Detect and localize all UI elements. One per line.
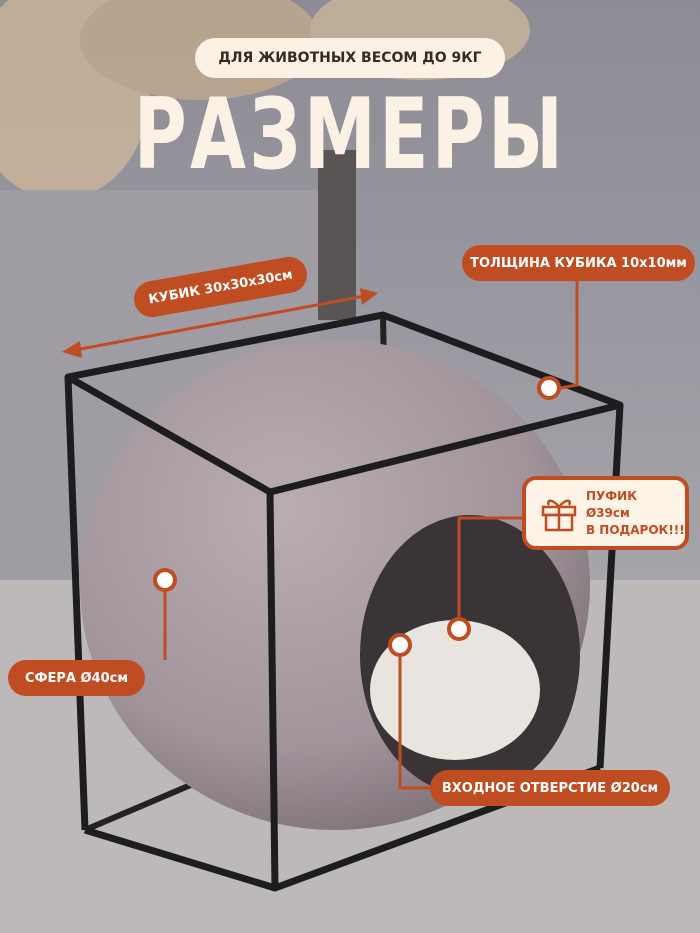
vase-stem bbox=[318, 150, 356, 320]
weight-limit-badge: ДЛЯ ЖИВОТНЫХ ВЕСОМ ДО 9КГ bbox=[195, 38, 505, 78]
opening-size-label: ВХОДНОЕ ОТВЕРСТИЕ Ø20см bbox=[430, 770, 670, 806]
thickness-label: ТОЛЩИНА КУБИКА 10x10мм bbox=[462, 245, 695, 281]
cushion bbox=[370, 620, 540, 760]
gift-line-1: ПУФИК Ø39см bbox=[585, 488, 638, 520]
cube-frame bbox=[64, 311, 624, 892]
gift-icon bbox=[541, 499, 577, 532]
sphere-size-label: СФЕРА Ø40см bbox=[8, 660, 145, 696]
marker-dots bbox=[153, 376, 561, 657]
dimension-markers bbox=[62, 281, 579, 790]
page-title: РАЗМЕРЫ bbox=[133, 78, 567, 192]
gift-badge: ПУФИК Ø39см В ПОДАРОК!!! bbox=[522, 476, 689, 550]
gift-line-2: В ПОДАРОК!!! bbox=[585, 522, 685, 537]
